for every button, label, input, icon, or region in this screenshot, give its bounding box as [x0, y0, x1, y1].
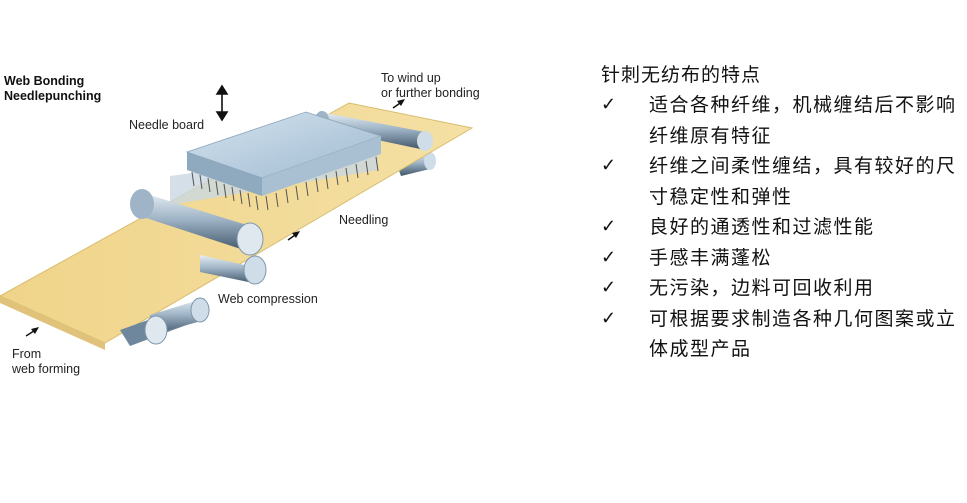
- check-icon: ✓: [601, 307, 618, 329]
- feature-text: 无污染，边料可回收利用: [649, 277, 875, 299]
- check-icon: ✓: [601, 216, 618, 237]
- feature-item: ✓ 可根据要求制造各种几何图案或立体成型产品: [601, 304, 959, 365]
- label-needle-board: Needle board: [129, 118, 205, 132]
- feature-item: ✓ 适合各种纤维，机械缠结后不影响纤维原有特征: [601, 90, 959, 151]
- feature-text: 纤维之间柔性缠结，具有较好的尺寸稳定性和弹性: [649, 155, 957, 208]
- feature-item: ✓ 手感丰满蓬松: [601, 243, 959, 274]
- needling-arrow-icon: [287, 231, 300, 241]
- check-icon: ✓: [601, 277, 618, 298]
- diagram-title-line2: Needlepunching: [4, 89, 102, 103]
- features-heading: 针刺无纺布的特点: [601, 64, 762, 86]
- check-icon: ✓: [601, 246, 618, 268]
- label-web-compression: Web compression: [218, 292, 318, 306]
- from-arrow-icon: [25, 327, 39, 337]
- needle-board: [185, 111, 383, 211]
- up-down-arrow-icon: [215, 84, 229, 122]
- features-list: ✓ 适合各种纤维，机械缠结后不影响纤维原有特征 ✓ 纤维之间柔性缠结，具有较好的尺寸…: [601, 90, 959, 365]
- feature-item: ✓ 良好的通透性和过滤性能: [601, 212, 959, 243]
- feature-text: 适合各种纤维，机械缠结后不影响纤维原有特征: [649, 94, 957, 147]
- feed-rollers: [120, 297, 210, 346]
- feature-text: 良好的通透性和过滤性能: [649, 216, 875, 238]
- wind-up-arrow-icon: [392, 99, 405, 109]
- label-wind-up-line1: To wind up: [381, 71, 441, 85]
- needlepunching-diagram: [0, 84, 474, 350]
- diagram-title-line1: Web Bonding: [4, 74, 85, 88]
- feature-item: ✓ 无污染，边料可回收利用: [601, 273, 959, 304]
- check-icon: ✓: [601, 94, 618, 115]
- feature-item: ✓ 纤维之间柔性缠结，具有较好的尺寸稳定性和弹性: [601, 151, 959, 212]
- compression-upper-roller: [130, 189, 264, 256]
- compression-lower-roller: [200, 255, 267, 285]
- needles: [191, 156, 379, 211]
- feature-text: 可根据要求制造各种几何图案或立体成型产品: [649, 307, 957, 361]
- feature-text: 手感丰满蓬松: [649, 246, 773, 269]
- label-from-line1: From: [12, 347, 42, 361]
- label-from-line2: web forming: [12, 362, 81, 376]
- label-wind-up-line2: or further bonding: [381, 86, 480, 100]
- check-icon: ✓: [601, 155, 618, 176]
- label-needling: Needling: [339, 213, 389, 227]
